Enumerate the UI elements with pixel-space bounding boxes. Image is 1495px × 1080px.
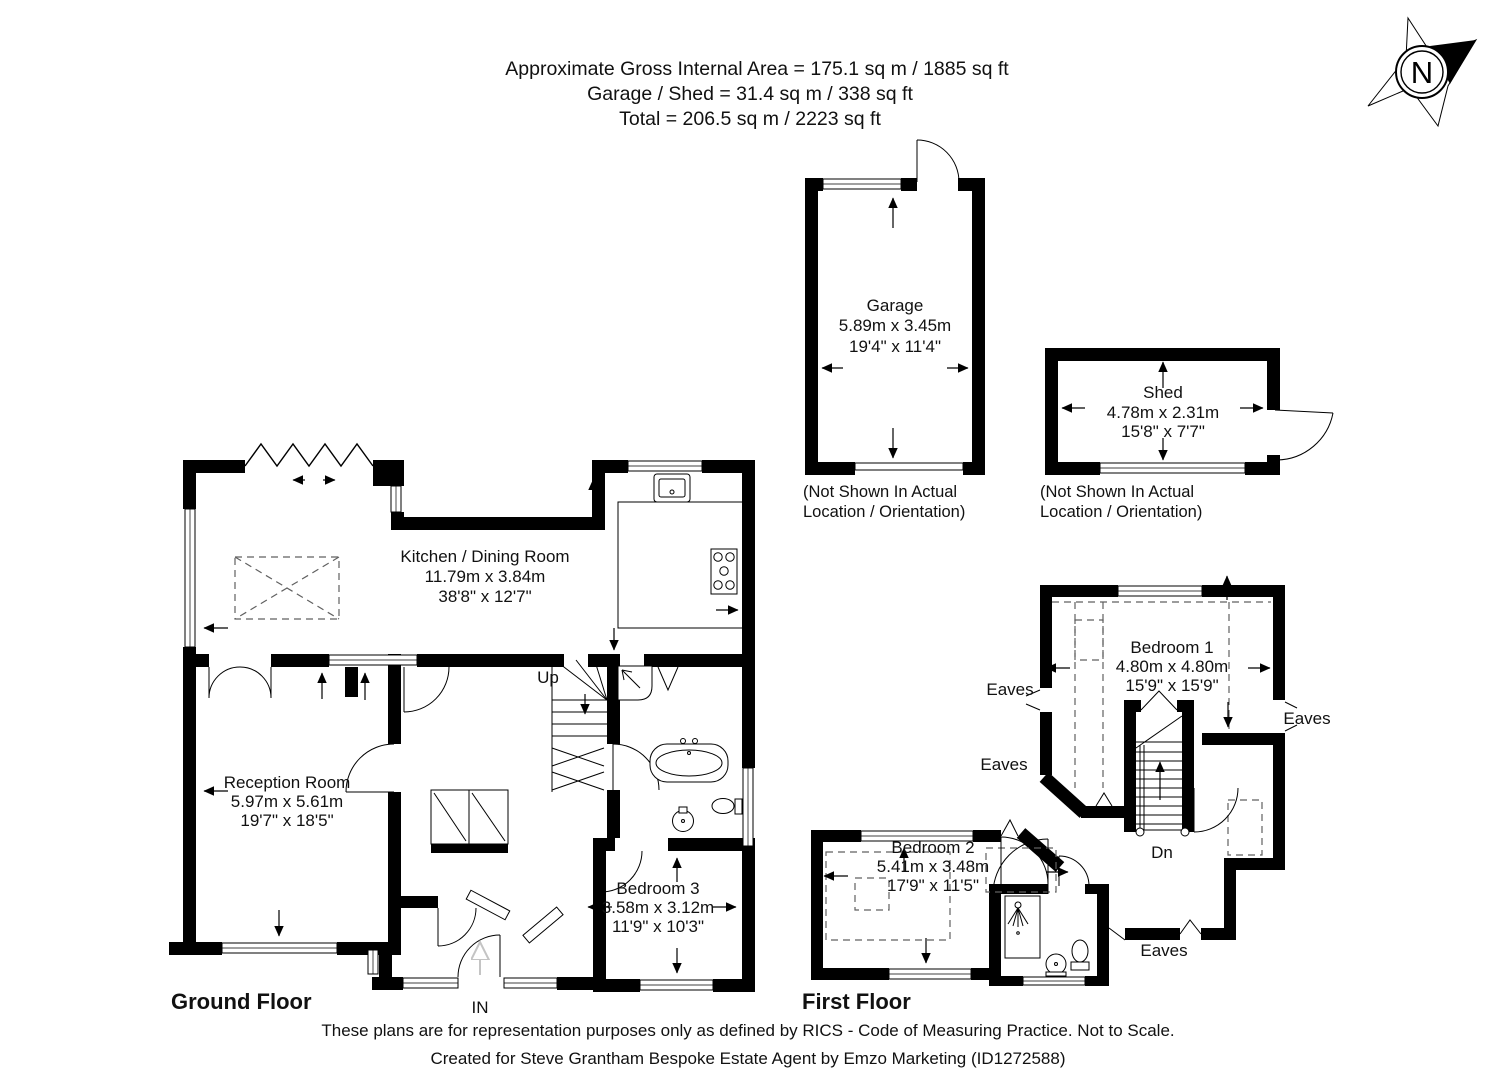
footer: These plans are for representation purpo… bbox=[321, 1021, 1174, 1068]
footer-line-1: These plans are for representation purpo… bbox=[321, 1021, 1174, 1040]
dn-label: Dn bbox=[1151, 843, 1173, 862]
kitchen-name: Kitchen / Dining Room bbox=[400, 547, 569, 566]
kitchen-island-dashed bbox=[234, 556, 340, 620]
in-label: IN bbox=[472, 998, 489, 1017]
garage-dimension-arrows bbox=[821, 197, 969, 459]
bathtub-icon bbox=[649, 738, 729, 783]
shed-dimension-arrows bbox=[1061, 361, 1264, 461]
first-floor-windows bbox=[860, 585, 1203, 986]
compass-north-east-point bbox=[1430, 40, 1476, 84]
stairs-up bbox=[551, 657, 608, 792]
basin-icon bbox=[672, 806, 694, 832]
up-label: Up bbox=[537, 668, 559, 687]
shower-head-icon bbox=[1004, 895, 1041, 959]
header-line-1: Approximate Gross Internal Area = 175.1 … bbox=[505, 58, 1009, 80]
first-floor-doors bbox=[992, 787, 1239, 895]
bedroom1-name: Bedroom 1 bbox=[1130, 638, 1213, 657]
ground-floor-windows bbox=[184, 460, 754, 991]
header-line-2: Garage / Shed = 31.4 sq m / 338 sq ft bbox=[587, 83, 913, 105]
shed-walls bbox=[1045, 348, 1280, 475]
garage-door bbox=[916, 139, 960, 183]
ground-floor-dimension-arrows bbox=[203, 479, 739, 974]
bedroom1-eaves-dashed bbox=[1052, 601, 1271, 788]
shed-size-imperial: 15'8" x 7'7" bbox=[1121, 422, 1205, 441]
bedroom1-size-imperial: 15'9" x 15'9" bbox=[1125, 676, 1218, 695]
basin-icon-first-floor bbox=[1045, 953, 1067, 977]
kitchen-size-metric: 11.79m x 3.84m bbox=[425, 567, 546, 586]
shower-room-fixtures bbox=[1004, 895, 1090, 977]
landing-eaves-dashed bbox=[1227, 799, 1263, 856]
ground-floor-label: Ground Floor bbox=[171, 989, 312, 1014]
first-floor-label: First Floor bbox=[802, 989, 911, 1014]
reception-size-metric: 5.97m x 5.61m bbox=[231, 792, 343, 811]
ground-floor-doors bbox=[208, 666, 679, 978]
shed-plan: Shed 4.78m x 2.31m 15'8" x 7'7" (Not Sho… bbox=[1040, 348, 1334, 521]
toilet-icon bbox=[711, 798, 743, 815]
bedroom2-size-metric: 5.41m x 3.48m bbox=[877, 857, 989, 876]
garage-size-imperial: 19'4" x 11'4" bbox=[849, 337, 941, 356]
shed-door bbox=[1274, 409, 1334, 461]
compass-letter: N bbox=[1411, 55, 1433, 90]
kitchen-sink-icon bbox=[653, 470, 691, 503]
bathroom-fixtures bbox=[617, 665, 743, 832]
garage-opening bbox=[854, 462, 964, 471]
garage-name: Garage bbox=[867, 296, 924, 315]
bifold-door-zigzag bbox=[244, 442, 374, 485]
bedroom3-size-metric: 3.58m x 3.12m bbox=[602, 898, 714, 917]
garage-note-line-1: (Not Shown In Actual bbox=[803, 483, 957, 501]
hob-icon bbox=[710, 548, 738, 595]
garage-size-metric: 5.89m x 3.45m bbox=[839, 316, 951, 335]
bedroom3-name: Bedroom 3 bbox=[616, 879, 699, 898]
bedroom1-size-metric: 4.80m x 4.80m bbox=[1116, 657, 1228, 676]
shed-name: Shed bbox=[1143, 383, 1183, 402]
shed-note-line-1: (Not Shown In Actual bbox=[1040, 483, 1194, 501]
bedroom3-size-imperial: 11'9" x 10'3" bbox=[612, 917, 704, 936]
shed-note-line-2: Location / Orientation) bbox=[1040, 503, 1202, 521]
bedroom2-size-imperial: 17'9" x 11'5" bbox=[887, 876, 979, 895]
bedroom2-eaves-dashed bbox=[825, 847, 1057, 941]
bedroom2-name: Bedroom 2 bbox=[891, 838, 974, 857]
compass-icon: N bbox=[1367, 16, 1478, 128]
garage-walls bbox=[805, 178, 985, 475]
eaves-label-bottom: Eaves bbox=[1140, 941, 1187, 960]
shed-size-metric: 4.78m x 2.31m bbox=[1107, 403, 1219, 422]
eaves-tick-marks bbox=[1000, 689, 1298, 941]
garage-plan: Garage 5.89m x 3.45m 19'4" x 11'4" (Not … bbox=[803, 139, 985, 521]
header-line-3: Total = 206.5 sq m / 2223 sq ft bbox=[619, 108, 881, 130]
ground-floor-plan: Kitchen / Dining Room 11.79m x 3.84m 38'… bbox=[169, 442, 755, 1017]
toilet-icon-first-floor bbox=[1070, 939, 1090, 971]
reception-size-imperial: 19'7" x 18'5" bbox=[240, 811, 333, 830]
header: Approximate Gross Internal Area = 175.1 … bbox=[505, 58, 1009, 130]
shower-icon bbox=[617, 665, 653, 701]
first-floor-walls bbox=[811, 585, 1285, 986]
eaves-label-right: Eaves bbox=[1283, 709, 1330, 728]
stairs-down bbox=[1135, 690, 1190, 837]
garage-note-line-2: Location / Orientation) bbox=[803, 503, 965, 521]
ground-floor-walls bbox=[169, 460, 755, 992]
kitchen-size-imperial: 38'8" x 12'7" bbox=[438, 587, 531, 606]
hall-closets bbox=[430, 789, 509, 845]
eaves-label-left: Eaves bbox=[986, 680, 1033, 699]
first-floor-plan: Bedroom 1 4.80m x 4.80m 15'9" x 15'9" Be… bbox=[802, 575, 1331, 1014]
reception-name: Reception Room bbox=[224, 773, 351, 792]
footer-line-2: Created for Steve Grantham Bespoke Estat… bbox=[430, 1049, 1065, 1068]
eaves-label-middle: Eaves bbox=[980, 755, 1027, 774]
first-floor-dimension-arrows bbox=[823, 575, 1271, 964]
